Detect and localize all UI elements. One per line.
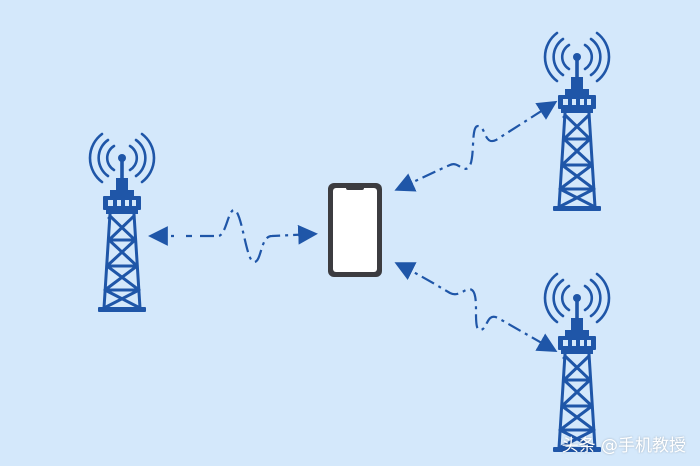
cell-tower-top-right xyxy=(543,31,611,213)
mobile-phone xyxy=(328,183,382,277)
cell-tower-bottom-right xyxy=(543,272,611,454)
signal-link-left xyxy=(152,208,314,264)
cell-tower-left xyxy=(88,132,156,314)
signal-link-bottom-right xyxy=(394,262,558,352)
signal-link-top-right xyxy=(394,100,558,192)
watermark-text: 头条 @手机教授 xyxy=(561,436,686,456)
